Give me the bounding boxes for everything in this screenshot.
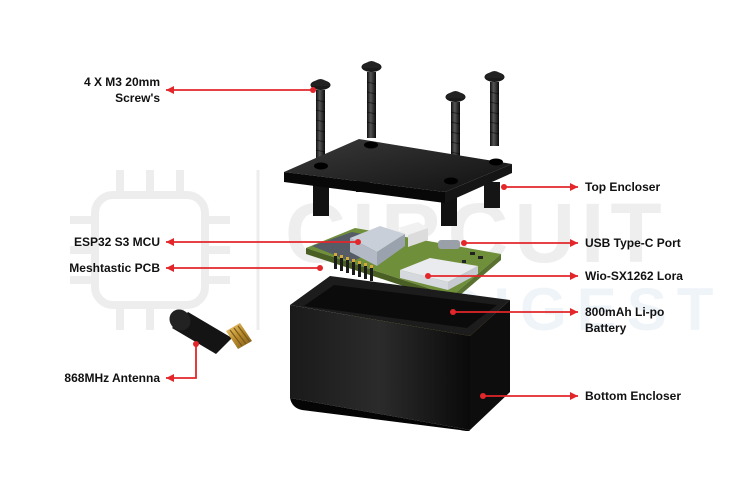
label-antenna: 868MHz Antenna [64,371,160,385]
label-battery: 800mAh Li-po Battery [585,304,664,336]
antenna [169,309,252,354]
chip-logo-icon [70,170,230,330]
label-battery-line1: 800mAh Li-po [585,305,665,319]
bottom-enclosure [290,276,510,431]
screw-2 [361,61,382,138]
label-top-enclosure: Top Encloser [585,180,661,194]
screw-3 [445,91,466,170]
screw-1 [310,79,331,162]
label-esp32: ESP32 S3 MCU [73,235,160,249]
top-enclosure [284,139,512,226]
screw-4 [484,71,505,146]
leader-lines [166,89,578,397]
label-pcb: Meshtastic PCB [69,261,160,275]
leader-antenna [166,346,197,379]
esp32-module [350,226,405,252]
jst-connector [398,222,428,235]
usb-c-port [438,240,460,249]
screws [310,61,505,170]
label-screws-line1: 4 X M3 20mm [83,75,160,89]
label-lora: Wio-SX1262 Lora [585,269,683,283]
label-screws: 4 X M3 20mm Screw's [40,74,160,106]
leader-arrowheads [166,86,578,400]
label-screws-line2: Screw's [115,91,160,105]
label-battery-line2: Battery [585,321,627,335]
label-usb: USB Type-C Port [585,236,681,250]
leader-dots [193,87,507,399]
label-bottom-enclosure: Bottom Encloser [585,389,682,403]
